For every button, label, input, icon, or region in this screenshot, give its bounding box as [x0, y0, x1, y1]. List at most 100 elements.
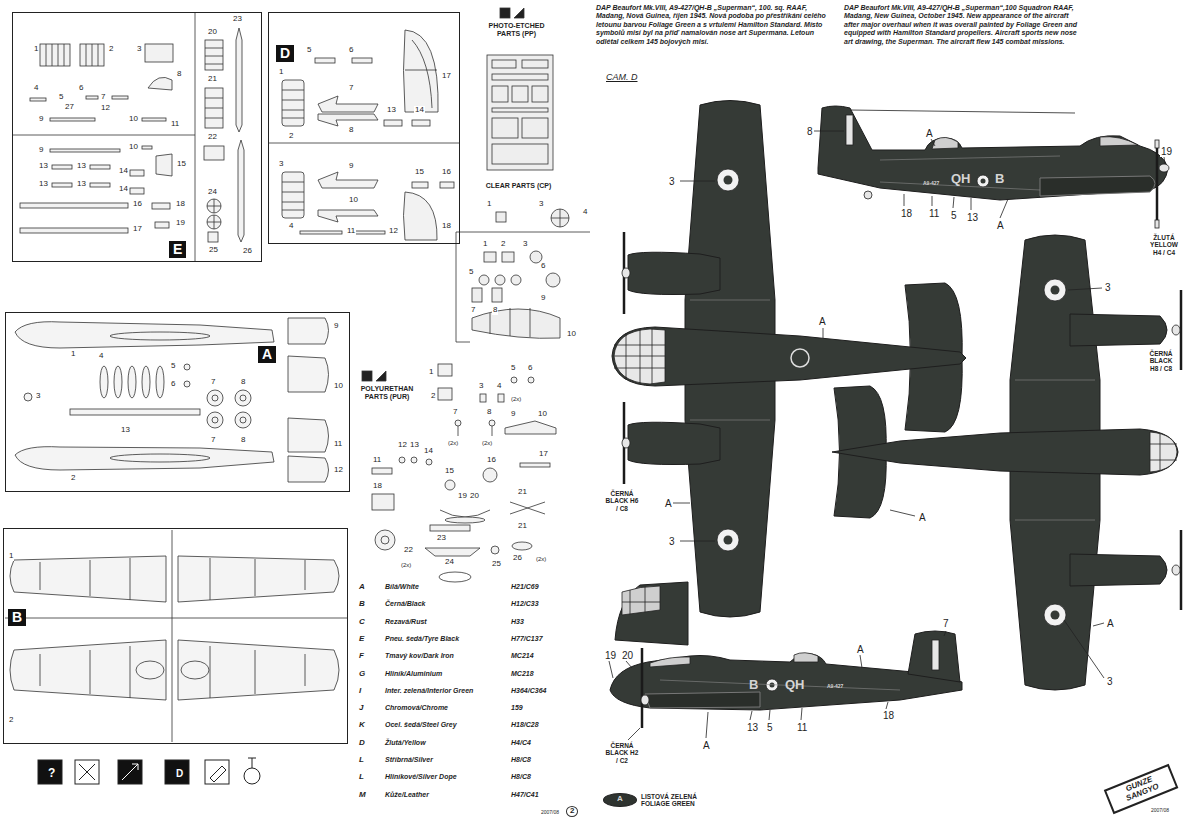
- brand-logo: GUNZE SANGYO: [1104, 764, 1178, 814]
- callout-number: 25: [208, 246, 219, 255]
- callout-number: 27: [64, 103, 75, 112]
- callout-number: 5: [766, 722, 774, 733]
- callout-number: 25: [491, 560, 502, 569]
- frame-letter: A: [258, 346, 276, 363]
- callout-number: 16: [441, 168, 452, 177]
- color-table-cell: H8/C8: [510, 756, 532, 764]
- callout-number: 1: [33, 45, 39, 54]
- color-letter: K: [358, 721, 366, 730]
- callout-number: 3: [136, 45, 142, 54]
- callout-number: 2: [108, 45, 114, 54]
- callout-number: 26: [242, 247, 253, 256]
- callout-number: 18: [175, 200, 186, 209]
- color-table-cell: H364/C364: [510, 687, 547, 695]
- aircraft-marking: QH: [784, 678, 806, 692]
- callout-number: 5: [468, 268, 474, 277]
- color-table-cell: Bílá/White: [384, 583, 420, 591]
- callout-number: (2x): [447, 440, 459, 447]
- color-letter: G: [358, 670, 366, 679]
- callout-number: 24: [207, 188, 218, 197]
- callout-number: 14: [414, 106, 425, 115]
- callout-number: 9: [540, 294, 546, 303]
- callout-number: 18: [900, 208, 913, 219]
- callout-number: 19: [1160, 146, 1173, 157]
- callout-number: 2007/08: [1150, 808, 1170, 814]
- frame-letter: E: [169, 241, 186, 258]
- callout-number: 13: [120, 426, 131, 435]
- callout-number: 1: [70, 350, 76, 359]
- icon-symbol: ?: [44, 765, 59, 782]
- callout-number: 9: [333, 322, 339, 331]
- icon-symbol: D: [172, 766, 187, 781]
- color-letter: E: [358, 635, 365, 644]
- color-note: ŽLUTÁ YELLOW H4 / C4: [1146, 234, 1182, 256]
- color-table-cell: Stříbrná/Silver: [384, 756, 434, 764]
- color-letter: J: [358, 704, 364, 713]
- callout-number: 5: [306, 46, 312, 55]
- callout-number: 11: [928, 208, 940, 219]
- callout-number: 22: [403, 546, 414, 555]
- callout-number: 3: [668, 536, 676, 547]
- callout-number: 2: [500, 240, 506, 249]
- callout-number: 13: [76, 180, 87, 189]
- callout-number: 13: [76, 162, 87, 171]
- callout-number: 14: [118, 185, 129, 194]
- callout-number: 10: [537, 410, 548, 419]
- callout-number: A: [918, 512, 927, 523]
- callout-number: (2x): [481, 440, 493, 447]
- callout-number: 9: [38, 115, 44, 124]
- callout-number: 23: [436, 534, 447, 543]
- callout-number: 12: [397, 441, 408, 450]
- callout-number: 17: [132, 225, 143, 234]
- color-table-cell: MC214: [510, 652, 535, 660]
- description-text: DAP Beaufort Mk.VIII, A9-427/QH-B „Super…: [843, 4, 1085, 46]
- color-letter: M: [358, 791, 367, 800]
- callout-number: 20: [207, 28, 218, 37]
- color-table-cell: MC218: [510, 670, 535, 678]
- callout-number: 1: [482, 240, 488, 249]
- camouflage-label: CAM. D: [605, 73, 639, 83]
- callout-number: 11: [333, 440, 343, 449]
- color-table-cell: H33: [510, 618, 525, 626]
- aircraft-marking: B: [748, 678, 759, 692]
- callout-number: 3: [1104, 282, 1112, 293]
- section-heading: PHOTO-ETCHED PARTS (PP): [478, 22, 555, 37]
- color-letter: L: [358, 773, 365, 782]
- callout-number: 8: [176, 70, 182, 79]
- callout-number: 13: [386, 106, 397, 115]
- color-letter: L: [358, 756, 365, 765]
- callout-number: 8: [492, 306, 498, 315]
- callout-number: 24: [444, 558, 455, 567]
- callout-number: 15: [444, 467, 455, 476]
- callout-number: 10: [128, 143, 139, 152]
- callout-number: (2x): [535, 556, 547, 563]
- callout-number: 13: [966, 212, 979, 223]
- color-table-cell: Inter. zelená/Interior Green: [384, 687, 474, 695]
- callout-number: 15: [414, 168, 425, 177]
- callout-number: 12: [333, 466, 344, 475]
- callout-number: 8: [348, 126, 354, 135]
- callout-number: 7: [470, 306, 476, 315]
- callout-number: 2: [8, 716, 14, 725]
- callout-number: 10: [348, 196, 359, 205]
- callout-number: 12: [100, 104, 111, 113]
- callout-number: 4: [496, 382, 502, 391]
- callout-number: 7: [942, 618, 950, 629]
- color-letter: B: [358, 600, 366, 609]
- color-note: ČERNÁ BLACK H8 / C8: [1144, 350, 1178, 372]
- callout-number: 17: [441, 72, 452, 81]
- callout-number: 7: [210, 436, 216, 445]
- callout-number: 18: [441, 222, 452, 231]
- color-table-cell: Tmavý kov/Dark Iron: [384, 652, 455, 660]
- color-table-cell: Hliník/Aluminium: [384, 670, 443, 678]
- color-table-cell: Pneu. šedá/Tyre Black: [384, 635, 460, 643]
- callout-number: 4: [33, 84, 39, 93]
- callout-number: 19: [457, 492, 468, 501]
- aircraft-marking: QH: [950, 172, 972, 186]
- frame-letter: B: [8, 609, 26, 626]
- callout-number: 14: [118, 167, 129, 176]
- callout-number: 11: [170, 120, 180, 129]
- color-table-cell: Žlutá/Yellow: [384, 739, 427, 747]
- callout-number: 16: [486, 456, 497, 465]
- callout-number: 17: [538, 450, 549, 459]
